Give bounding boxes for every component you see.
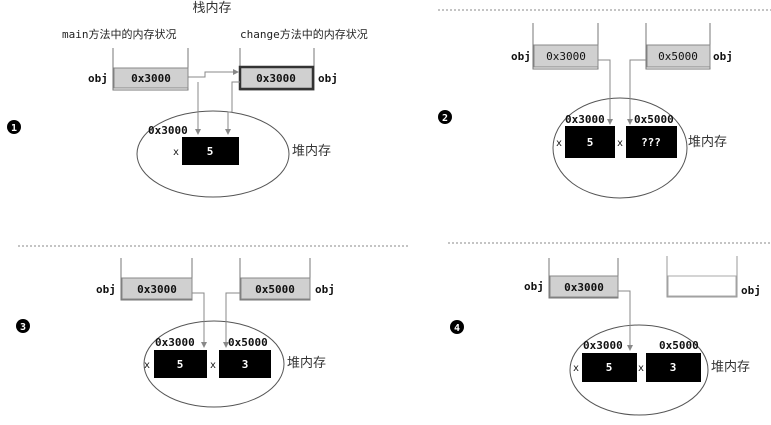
change-obj-slot [646, 44, 711, 68]
panel-1: 栈内存 main方法中的内存状况 change方法中的内存状况 0x3000 o… [7, 0, 368, 198]
main-obj-label: obj [88, 72, 108, 85]
step-3-badge [16, 319, 30, 333]
empty-obj-slot [667, 275, 737, 297]
main-obj-address: 0x3000 [564, 281, 604, 294]
change-obj-slot [240, 277, 311, 300]
change-stack-container-empty [666, 256, 738, 298]
main-obj-slot [113, 67, 189, 89]
step-1-number: 1 [11, 123, 17, 134]
heap-object-address: 0x3000 [148, 124, 188, 137]
heap-object-1 [154, 350, 207, 378]
heap-object-1 [582, 353, 637, 382]
change-obj-label: obj [713, 50, 733, 63]
heap-field-2-x: x [638, 363, 644, 374]
heap-object-1-value: 5 [587, 136, 594, 149]
heap-field-2-x: x [617, 138, 623, 149]
heap-object-2-address: 0x5000 [228, 336, 268, 349]
heap-ellipse [552, 97, 688, 199]
step-4-number: 4 [454, 323, 460, 334]
heap-field-x: x [173, 147, 179, 158]
heap-ellipse [143, 320, 285, 408]
heap-object-2-value: ??? [641, 136, 661, 149]
heap-object-2-value: 3 [242, 358, 249, 371]
heap-label: 堆内存 [292, 143, 331, 159]
heap-object-value: 5 [207, 145, 214, 158]
change-reference-arrow [223, 292, 240, 348]
change-obj-address: 0x5000 [255, 283, 295, 296]
change-reference-arrow [627, 59, 646, 125]
step-2-badge [438, 110, 452, 124]
heap-object-2-address: 0x5000 [659, 339, 699, 352]
main-reference-arrow [598, 59, 613, 125]
heap-field-2-x: x [210, 360, 216, 371]
destroyed-obj-label: obj [741, 284, 761, 297]
heap-object-1-address: 0x3000 [583, 339, 623, 352]
main-obj-address: 0x3000 [137, 283, 177, 296]
heap-object-1-value: 5 [177, 358, 184, 371]
change-obj-label: obj [318, 72, 338, 85]
heap-label: 堆内存 [287, 355, 326, 371]
heap-label: 堆内存 [688, 134, 727, 150]
heap-object-2-address: 0x5000 [634, 113, 674, 126]
change-obj-slot [238, 65, 315, 91]
panel-2: 0x3000 obj 0x5000 obj 堆内存 0x3000 0x5000 … [438, 23, 733, 199]
heap-object-2 [219, 350, 271, 378]
main-obj-label: obj [96, 283, 116, 296]
heap-object [182, 137, 239, 165]
change-reference-arrow [225, 81, 240, 135]
heap-object-1 [565, 126, 615, 158]
heap-field-1-x: x [144, 360, 150, 371]
heap-ellipse [136, 110, 290, 198]
main-obj-label: obj [524, 280, 544, 293]
panel-3: 0x3000 obj 0x5000 obj 堆内存 0x3000 0x5000 … [16, 258, 335, 408]
main-obj-address: 0x3000 [131, 72, 171, 85]
main-obj-slot [549, 275, 619, 298]
heap-object-1-address: 0x3000 [155, 336, 195, 349]
step-2-number: 2 [442, 113, 448, 124]
stack-memory-title: 栈内存 [192, 0, 231, 16]
change-method-caption: change方法中的内存状况 [240, 27, 368, 41]
main-reference-arrow [618, 290, 633, 351]
main-obj-label: obj [511, 50, 531, 63]
main-reference-arrow [192, 292, 207, 348]
heap-object-2 [646, 353, 701, 382]
heap-object-1-value: 5 [606, 361, 613, 374]
main-obj-slot [121, 277, 193, 300]
heap-field-1-x: x [573, 363, 579, 374]
change-obj-label: obj [315, 283, 335, 296]
main-method-caption: main方法中的内存状况 [62, 27, 177, 41]
heap-label: 堆内存 [711, 359, 750, 375]
heap-ellipse [569, 324, 709, 416]
change-obj-address: 0x3000 [256, 72, 296, 85]
main-obj-address: 0x3000 [546, 50, 586, 63]
panel-4: 0x3000 obj obj 堆内存 0x3000 0x5000 5 x 3 x… [450, 256, 761, 416]
step-3-number: 3 [20, 322, 26, 333]
main-obj-slot [533, 44, 599, 68]
heap-object-2-value: 3 [670, 361, 677, 374]
heap-object-2 [626, 126, 677, 158]
step-4-badge [450, 320, 464, 334]
copy-reference-arrow [188, 69, 239, 78]
step-1-badge [7, 120, 21, 134]
heap-object-1-address: 0x3000 [565, 113, 605, 126]
heap-field-1-x: x [556, 138, 562, 149]
change-obj-address: 0x5000 [658, 50, 698, 63]
